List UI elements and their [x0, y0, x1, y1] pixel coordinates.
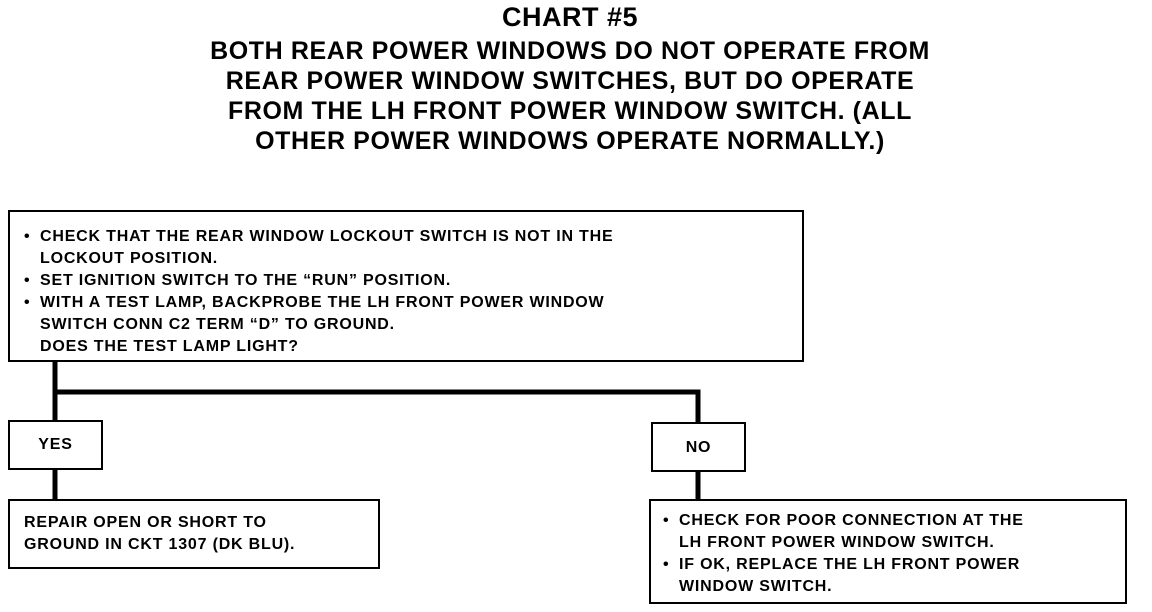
no-result-step: • IF OK, REPLACE THE LH FRONT POWER WIND…: [663, 554, 1125, 598]
subtitle-line: REAR POWER WINDOW SWITCHES, BUT DO OPERA…: [225, 67, 915, 95]
bullet-icon: •: [24, 228, 31, 245]
check-step: • WITH A TEST LAMP, BACKPROBE THE LH FRO…: [24, 292, 802, 336]
yes-branch-box: YES: [8, 420, 103, 470]
result-text: REPAIR OPEN OR SHORT TO: [24, 514, 267, 531]
bullet-icon: •: [663, 556, 670, 573]
no-result-box: • CHECK FOR POOR CONNECTION AT THE LH FR…: [649, 499, 1127, 604]
chart-title: CHART #5: [501, 2, 639, 32]
yes-result-box: REPAIR OPEN OR SHORT TO GROUND IN CKT 13…: [8, 499, 380, 569]
no-branch-box: NO: [651, 422, 746, 472]
subtitle-line: FROM THE LH FRONT POWER WINDOW SWITCH. (…: [227, 97, 913, 125]
step-text: CHECK THAT THE REAR WINDOW LOCKOUT SWITC…: [40, 228, 614, 245]
check-step: • CHECK THAT THE REAR WINDOW LOCKOUT SWI…: [24, 226, 802, 270]
step-text: SET IGNITION SWITCH TO THE “RUN” POSITIO…: [40, 272, 452, 289]
step-text: SWITCH CONN C2 TERM “D” TO GROUND.: [40, 316, 395, 333]
check-procedure-box: • CHECK THAT THE REAR WINDOW LOCKOUT SWI…: [8, 210, 804, 362]
chart-subtitle: BOTH REAR POWER WINDOWS DO NOT OPERATE F…: [130, 36, 1010, 156]
step-text: LH FRONT POWER WINDOW SWITCH.: [679, 534, 995, 551]
no-result-steps-list: • CHECK FOR POOR CONNECTION AT THE LH FR…: [663, 510, 1125, 598]
step-text: LOCKOUT POSITION.: [40, 250, 219, 267]
bullet-icon: •: [24, 272, 31, 289]
result-text: GROUND IN CKT 1307 (DK BLU).: [24, 536, 296, 553]
check-step: • SET IGNITION SWITCH TO THE “RUN” POSIT…: [24, 270, 802, 292]
step-text: WITH A TEST LAMP, BACKPROBE THE LH FRONT…: [40, 294, 605, 311]
step-text: CHECK FOR POOR CONNECTION AT THE: [679, 512, 1024, 529]
subtitle-line: BOTH REAR POWER WINDOWS DO NOT OPERATE F…: [210, 37, 930, 65]
subtitle-line: OTHER POWER WINDOWS OPERATE NORMALLY.): [255, 127, 885, 155]
check-steps-list: • CHECK THAT THE REAR WINDOW LOCKOUT SWI…: [24, 226, 802, 336]
step-text: WINDOW SWITCH.: [679, 578, 833, 595]
no-result-step: • CHECK FOR POOR CONNECTION AT THE LH FR…: [663, 510, 1125, 554]
bullet-icon: •: [663, 512, 670, 529]
check-question: DOES THE TEST LAMP LIGHT?: [40, 338, 299, 355]
bullet-icon: •: [24, 294, 31, 311]
step-text: IF OK, REPLACE THE LH FRONT POWER: [679, 556, 1021, 573]
